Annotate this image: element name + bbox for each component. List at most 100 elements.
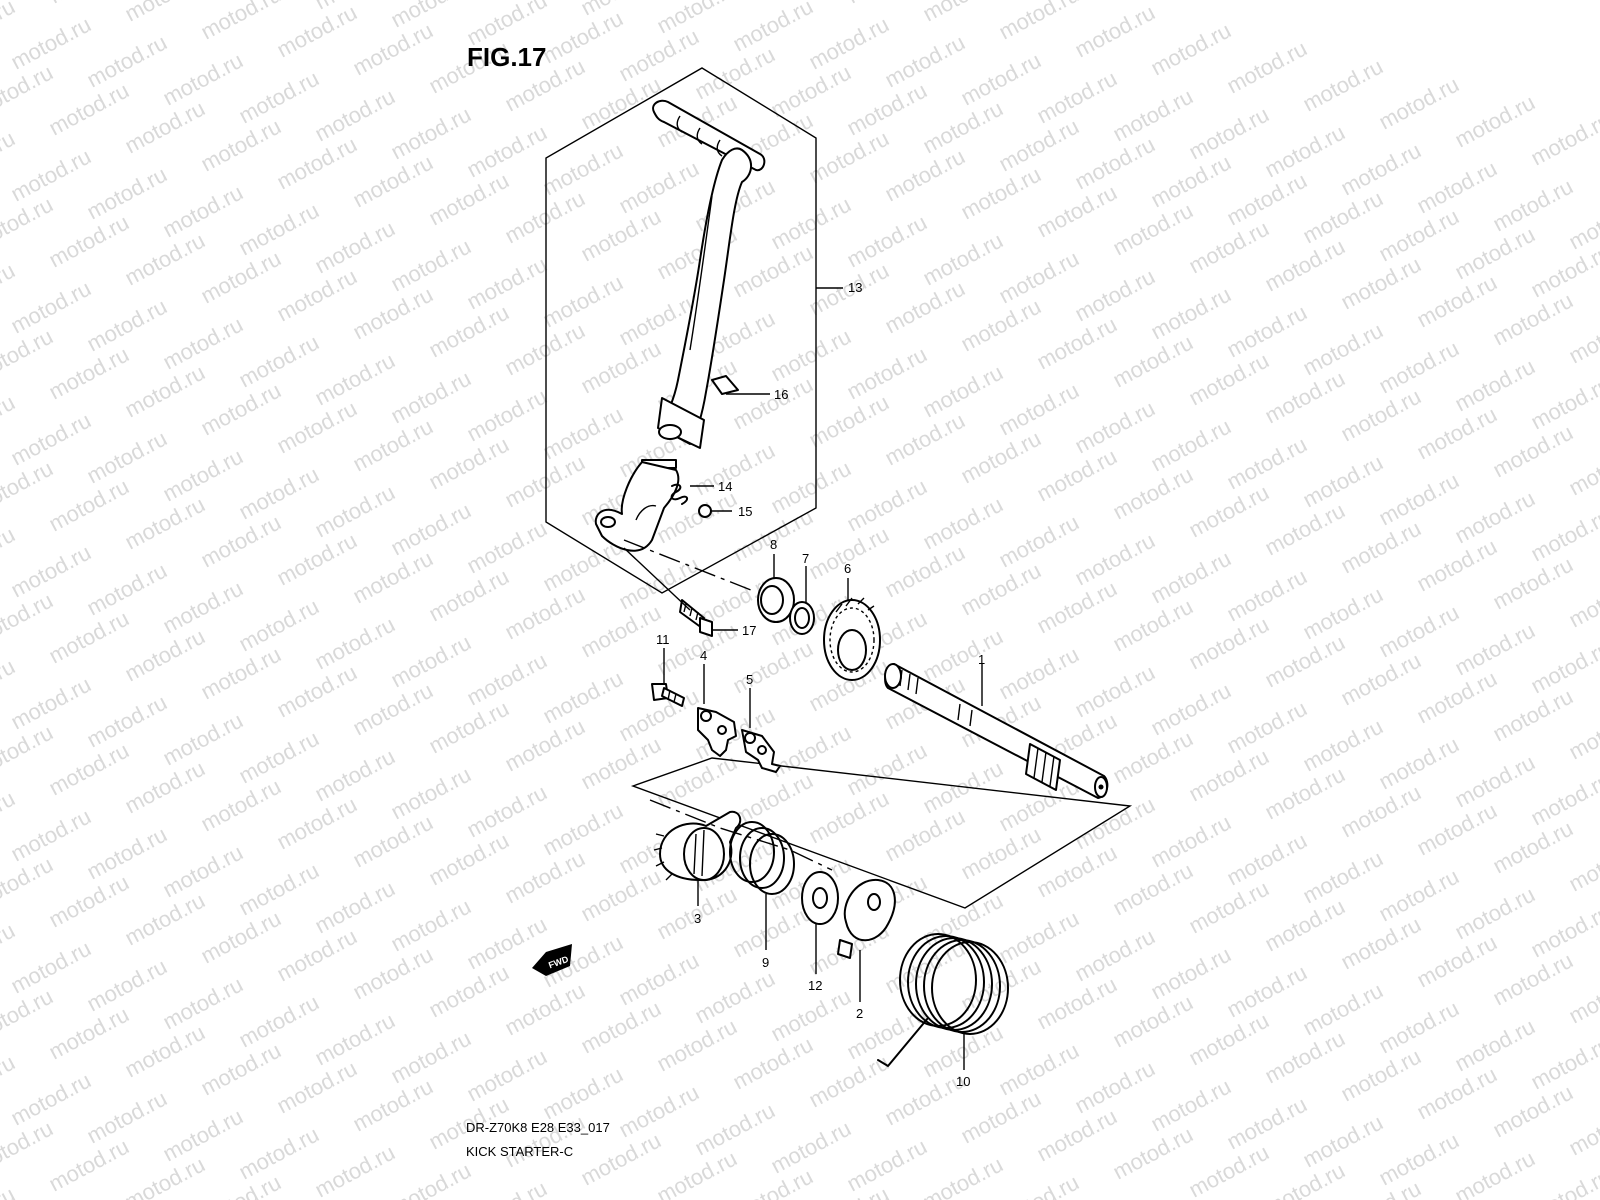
watermark-text: motod.ru <box>501 318 589 381</box>
watermark-text: motod.ru <box>349 150 437 213</box>
watermark-text: motod.ru <box>0 192 57 255</box>
watermark-text: motod.ru <box>1451 486 1539 549</box>
watermark-text: motod.ru <box>1565 306 1600 369</box>
callout-2: 2 <box>856 1006 863 1021</box>
watermark-text: motod.ru <box>1185 1140 1273 1200</box>
watermark-text: motod.ru <box>1071 1056 1159 1119</box>
part-6-gear <box>823 597 881 681</box>
watermark-text: motod.ru <box>1413 798 1501 861</box>
watermark-text: motod.ru <box>387 0 475 32</box>
watermark-text: motod.ru <box>349 18 437 81</box>
watermark-text: motod.ru <box>1299 450 1387 513</box>
watermark-text: motod.ru <box>83 954 171 1017</box>
watermark-text: motod.ru <box>1299 318 1387 381</box>
watermark-text: motod.ru <box>1109 1122 1197 1185</box>
watermark-text: motod.ru <box>45 1002 133 1065</box>
watermark-text: motod.ru <box>1071 396 1159 459</box>
watermark-text: motod.ru <box>1261 498 1349 561</box>
kick-lever <box>652 99 766 449</box>
watermark-text: motod.ru <box>539 666 627 729</box>
watermark-text: motod.ru <box>387 234 475 297</box>
watermark-text: motod.ru <box>0 324 57 387</box>
watermark-text: motod.ru <box>7 672 95 735</box>
watermark-text: motod.ru <box>1109 462 1197 525</box>
watermark-text: motod.ru <box>843 738 931 801</box>
watermark-text: motod.ru <box>1071 528 1159 591</box>
watermark-text: motod.ru <box>957 162 1045 225</box>
watermark-text: motod.ru <box>843 474 931 537</box>
watermark-text: motod.ru <box>881 804 969 867</box>
kick-lever-assembly-outline <box>545 67 817 594</box>
part-8-bearing <box>757 577 795 623</box>
watermark-text: motod.ru <box>539 798 627 861</box>
watermark-text: motod.ru <box>45 78 133 141</box>
watermark-text: motod.ru <box>349 282 437 345</box>
watermark-text: motod.ru <box>501 582 589 645</box>
watermark-text: motod.ru <box>1413 1062 1501 1125</box>
watermark-text: motod.ru <box>1033 312 1121 375</box>
watermark-text: motod.ru <box>0 588 57 651</box>
watermark-text: motod.ru <box>463 1176 551 1200</box>
watermark-text: motod.ru <box>1109 330 1197 393</box>
watermark-text: motod.ru <box>83 690 171 753</box>
watermark-text: motod.ru <box>121 96 209 159</box>
watermark-text: motod.ru <box>273 660 361 723</box>
watermark-text: motod.ru <box>995 114 1083 177</box>
part-2-spring-guide <box>837 878 896 959</box>
watermark-text: motod.ru <box>1185 216 1273 279</box>
watermark-text: motod.ru <box>387 630 475 693</box>
watermark-text: motod.ru <box>1223 960 1311 1023</box>
watermark-text: motod.ru <box>1109 594 1197 657</box>
watermark-text: motod.ru <box>1375 864 1463 927</box>
watermark-text: motod.ru <box>121 360 209 423</box>
watermark-text: motod.ru <box>83 162 171 225</box>
watermark-text: motod.ru <box>349 414 437 477</box>
watermark-text: motod.ru <box>0 984 57 1047</box>
watermark-text: motod.ru <box>159 972 247 1035</box>
watermark-text: motod.ru <box>311 348 399 411</box>
assembly-axis-lines <box>623 539 833 871</box>
watermark-text: motod.ru <box>349 546 437 609</box>
watermark-text: motod.ru <box>425 696 513 759</box>
watermark-text: motod.ru <box>1375 1128 1463 1191</box>
watermark-text: motod.ru <box>1147 414 1235 477</box>
watermark-text: motod.ru <box>1147 678 1235 741</box>
callout-8: 8 <box>770 537 777 552</box>
watermark-text: motod.ru <box>1489 684 1577 747</box>
watermark-text: motod.ru <box>425 960 513 1023</box>
watermark-text: motod.ru <box>501 846 589 909</box>
watermark-text: motod.ru <box>387 498 475 561</box>
watermark-text: motod.ru <box>919 492 1007 555</box>
watermark-text: motod.ru <box>995 1038 1083 1101</box>
watermark-text: motod.ru <box>45 210 133 273</box>
watermark-text: motod.ru <box>0 852 57 915</box>
watermark-text: motod.ru <box>729 240 817 303</box>
watermark-text: motod.ru <box>995 906 1083 969</box>
watermark-text: motod.ru <box>1451 882 1539 945</box>
watermark-text: motod.ru <box>919 228 1007 291</box>
watermark-text: motod.ru <box>1375 468 1463 531</box>
watermark-text: motod.ru <box>957 426 1045 489</box>
watermark-text: motod.ru <box>995 0 1083 44</box>
watermark-text: motod.ru <box>1147 810 1235 873</box>
watermark-text: motod.ru <box>1451 222 1539 285</box>
watermark-text: motod.ru <box>1109 726 1197 789</box>
watermark-text: motod.ru <box>235 726 323 789</box>
watermark-text: motod.ru <box>919 624 1007 687</box>
watermark-text: motod.ru <box>653 0 741 38</box>
callout-13: 13 <box>848 280 862 295</box>
watermark-text: motod.ru <box>919 1152 1007 1200</box>
watermark-text: motod.ru <box>7 936 95 999</box>
watermark-text: motod.ru <box>1261 120 1349 183</box>
watermark-text: motod.ru <box>1299 54 1387 117</box>
watermark-text: motod.ru <box>0 60 57 123</box>
watermark-text: motod.ru <box>1489 816 1577 879</box>
part-7-washer <box>789 601 815 635</box>
watermark-text: motod.ru <box>1337 384 1425 447</box>
watermark-text: motod.ru <box>0 1116 57 1179</box>
watermark-text: motod.ru <box>1527 108 1600 171</box>
part-1-kick-shaft <box>884 663 1109 799</box>
watermark-text: motod.ru <box>691 1098 779 1161</box>
watermark-text: motod.ru <box>767 192 855 255</box>
